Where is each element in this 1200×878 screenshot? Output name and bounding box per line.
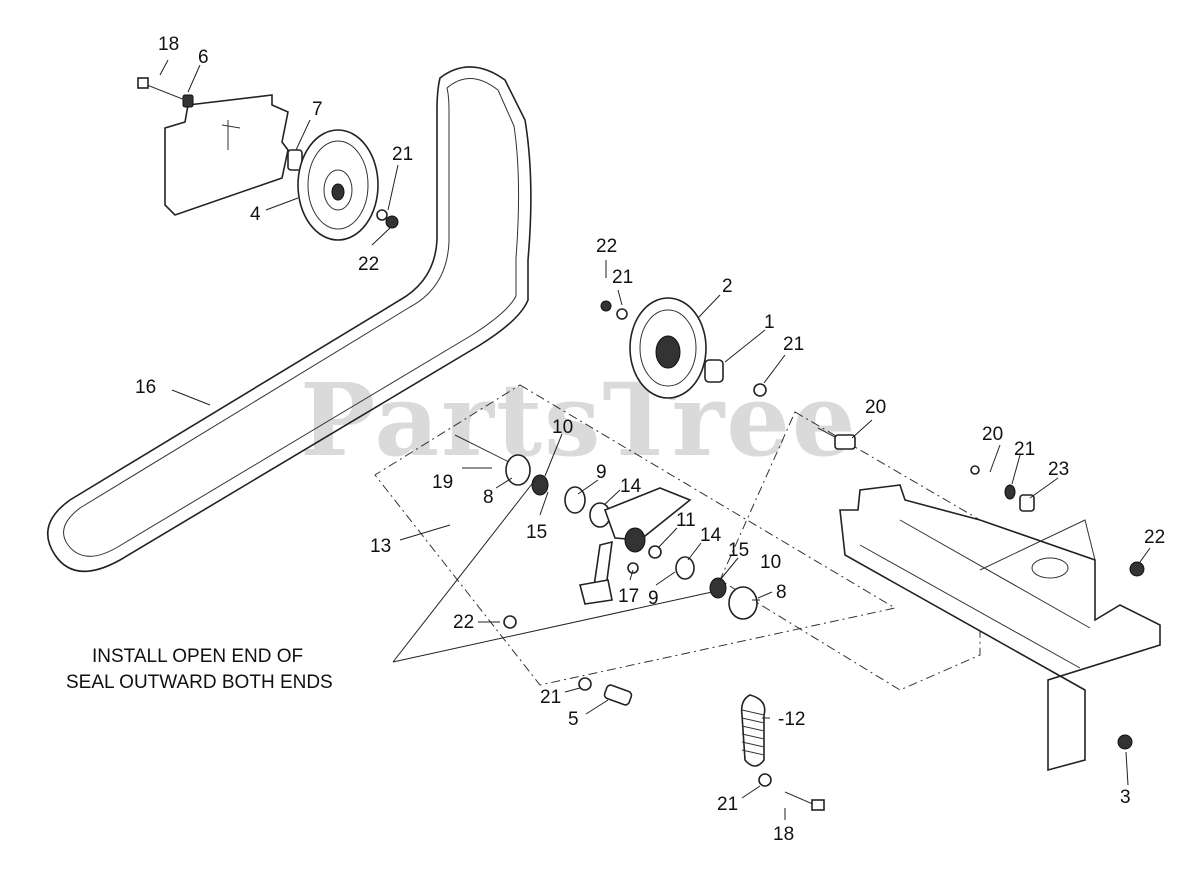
callout-21: 21 [392, 144, 413, 165]
callout-20: 20 [982, 424, 1003, 445]
leader-lines [159, 59, 1151, 820]
callout-1: 1 [764, 312, 775, 333]
callout-6: 6 [198, 47, 209, 68]
belt-part-16 [46, 66, 532, 573]
callout-21: 21 [783, 334, 804, 355]
callout-4: 4 [250, 204, 261, 225]
callout-17: 17 [618, 586, 639, 607]
callout-16: 16 [135, 377, 156, 398]
idler-arm-assembly [374, 384, 981, 691]
callout-10: 10 [760, 552, 781, 573]
callout-23: 23 [1048, 459, 1069, 480]
callout-3: 3 [1120, 787, 1131, 808]
callout-8: 8 [776, 582, 787, 603]
callout-15: 15 [526, 522, 547, 543]
installation-note: INSTALL OPEN END OF SEAL OUTWARD BOTH EN… [66, 646, 333, 693]
callout-21: 21 [717, 794, 738, 815]
callout-14: 14 [620, 476, 642, 497]
callout-14: 14 [700, 525, 722, 546]
callout-21: 21 [1014, 439, 1035, 460]
middle-pulley-assembly [600, 297, 767, 399]
callout-18: 18 [773, 824, 794, 845]
callout-labels: 18 6 7 21 4 22 16 22 21 2 1 21 20 19 10 … [135, 34, 1165, 845]
callout-15: 15 [728, 540, 749, 561]
callout-21: 21 [540, 687, 561, 708]
note-line-2: SEAL OUTWARD BOTH ENDS [66, 672, 333, 693]
spring-and-spacer-parts [578, 677, 825, 811]
callout-18: 18 [158, 34, 179, 55]
callout-22: 22 [596, 236, 617, 257]
callout-5: 5 [568, 709, 579, 730]
note-line-1: INSTALL OPEN END OF [92, 646, 303, 667]
callout-13: 13 [370, 536, 391, 557]
callout-22: 22 [1144, 527, 1165, 548]
callout-20: 20 [865, 397, 886, 418]
callout-2: 2 [722, 276, 733, 297]
callout-10: 10 [552, 417, 573, 438]
callout-19: 19 [432, 472, 453, 493]
callout-22: 22 [453, 612, 474, 633]
frame-bracket-assembly [817, 427, 1161, 772]
callout-12: -12 [778, 709, 805, 730]
callout-9: 9 [596, 462, 607, 483]
watermark-text: PartsTree [300, 361, 858, 479]
callout-22: 22 [358, 254, 379, 275]
callout-21: 21 [612, 267, 633, 288]
callout-11: 11 [676, 510, 696, 531]
upper-bracket-assembly [137, 77, 399, 241]
callout-7: 7 [312, 99, 323, 120]
callout-9: 9 [648, 588, 659, 609]
callout-8: 8 [483, 487, 494, 508]
